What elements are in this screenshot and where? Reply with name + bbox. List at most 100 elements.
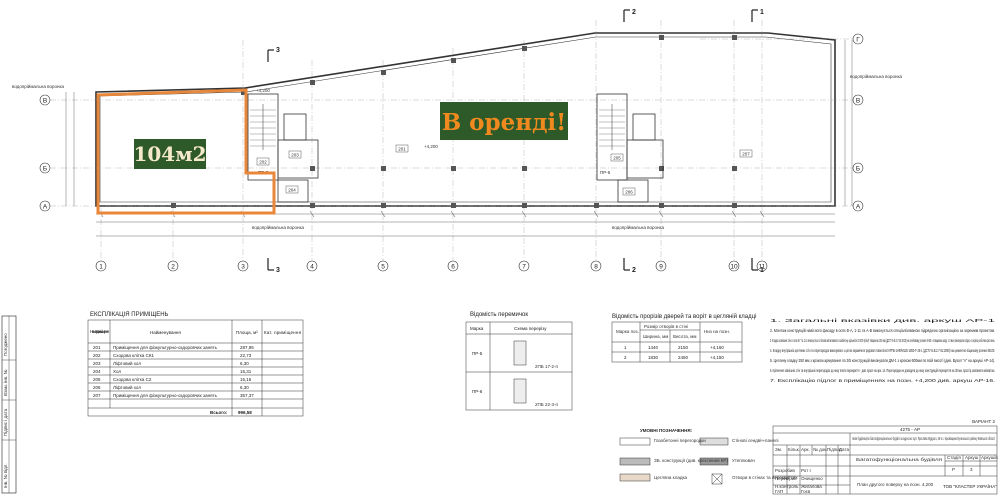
explication-header-number: Номер приміщення [90, 329, 110, 334]
strip-label-sign: Підпис і дата [3, 408, 8, 436]
section-mark-1-bottom: 1 [760, 267, 764, 274]
title-block-sheet-header: Аркуш [965, 455, 979, 460]
doors-row-2-width: 1830 [648, 355, 659, 360]
room-number-tags [256, 144, 753, 196]
explication-row-5-number: 205 [93, 377, 101, 382]
legend-item-insulation: Утеплювач [732, 458, 756, 463]
area-label-box [134, 139, 206, 169]
title-block-sheet-value: 3 [970, 467, 973, 472]
title-block-name-2: Онищенко [801, 476, 823, 481]
room-203-label: 203 [291, 153, 299, 158]
lintels-header-mark: Марка [470, 326, 484, 331]
explication-row-6-name: Ліфтовий хол [113, 384, 141, 390]
door-mark-pr6: ПР-6 [600, 170, 611, 175]
explication-header-name: Найменування [150, 329, 181, 335]
note-5: 5. Цеглину кладку 250 мм з кроком армува… [770, 358, 995, 363]
explication-row-5-name: Сходова клітка С2 [113, 377, 152, 382]
title-block-col-date: Дата [839, 447, 849, 452]
title-block-project: Нове будівництво багатофункціональної бу… [852, 435, 995, 441]
elevation-mark-b: +4,200 [424, 144, 438, 149]
title-block-variant: ВАРІАНТ 2 [972, 419, 995, 424]
title-block-role-3: Н.контроль [775, 484, 799, 489]
axis-col-9: 9 [659, 264, 663, 271]
row-axis-bubbles: В Б А Г В Б А [39, 33, 864, 212]
doors-row-2-bottom: +4,150 [710, 355, 724, 360]
section-mark-2-bottom: 2 [632, 267, 636, 274]
room-205-label: 205 [613, 156, 621, 161]
axis-row-left-a: А [43, 204, 48, 211]
note-7: 7. Експлікацію підлог в приміщеннях на п… [770, 378, 995, 383]
explication-row-3-number: 203 [93, 361, 101, 366]
axis-col-8: 8 [594, 264, 598, 271]
doors-title: Відомість прорізів дверей та воріт в цег… [612, 313, 756, 320]
room-201-label: 201 [398, 147, 406, 152]
lintels-row-2-note: 2ПБ 22-3-п [535, 402, 558, 407]
lintels-row-2-mark: ПР-6 [472, 389, 483, 394]
title-block-col-sheet: Арк. [801, 447, 810, 452]
section-mark-2-top: 2 [632, 9, 636, 16]
legend-item-sandwich: Стінові сендвіч-панелі [732, 438, 778, 443]
axis-col-10: 10 [730, 264, 738, 271]
axis-col-5: 5 [381, 264, 385, 271]
explication-row-1-number: 201 [93, 345, 101, 350]
legend-item-brick: Цегляна кладка [654, 475, 688, 480]
explication-row-7-area: 357,37 [240, 393, 254, 398]
elevation-mark-a: +4,200 [256, 88, 270, 93]
room-204-label: 204 [288, 188, 296, 193]
note-4: 4. Кладку внутрішніх цегляних стін та пе… [770, 348, 995, 353]
explication-row-4-name: Хол [113, 369, 121, 374]
section-mark-3-bottom: 3 [276, 267, 280, 274]
title-block-name-4: Гоєв [801, 489, 811, 494]
downpipe-label-bottom-left: водопріймальна воронка [252, 224, 305, 230]
note-3: 3. Кладка зовнішніх стін в осях Б-Г та 1… [770, 338, 995, 343]
rent-label: В оренді! [442, 109, 567, 136]
explication-total-value: 996,58 [238, 410, 252, 415]
title-block-role-1: Розробив [775, 468, 795, 473]
title-block-role-4: ГАП [775, 489, 783, 494]
explication-row-7-number: 207 [93, 393, 101, 398]
title-block-company: ТОВ "КЛАСТЕР УКРАЇНА" [943, 483, 997, 489]
title-block-sheet-name: План другого поверху на позн. 4,200 [857, 482, 934, 487]
title-block: ВАРІАНТ 2 4275 - АР Нове будівництво баг… [772, 419, 998, 495]
explication-row-7-name: Приміщення для фізкультурно-оздоровчих з… [113, 393, 218, 398]
title-block-col-change: Зм. [775, 447, 782, 452]
explication-row-2-name: Сходова клітка СК1 [113, 353, 154, 358]
explication-row-2-number: 202 [93, 353, 101, 358]
title-block-name-3: Жигалова [801, 484, 822, 489]
note-1: 1. Загальні вказівки див. аркуш АР-1 [770, 318, 997, 323]
strip-label-inv: Інв. № підл. [3, 463, 8, 488]
explication-header-category: Кат. приміщення [264, 330, 302, 335]
explication-row-6-area: 6,30 [240, 385, 249, 390]
explication-header-area: Площа, м² [236, 330, 258, 335]
title-block-col-qty: Кільк. [788, 447, 800, 452]
downpipe-label-left: водопріймальна воронка [12, 83, 65, 89]
legend-item-openings: Отвори в стінах та перекриттях [732, 475, 798, 480]
explication-row-1-name: Приміщення для фізкультурно-оздоровчих з… [113, 345, 218, 350]
doors-header-height: Висота, мм [673, 334, 696, 339]
explication-row-6-number: 206 [93, 385, 101, 390]
axis-row-right-g: Г [856, 37, 860, 44]
doors-row-1-width: 1440 [648, 345, 659, 350]
left-stamp-strip: Інв. № підл. Підпис і дата Взам. інв. № … [1, 315, 17, 494]
building-outline [50, 20, 860, 262]
explication-row-2-area: 22,73 [240, 353, 252, 358]
title-block-name-1: Рот І [801, 468, 811, 473]
title-block-building: Багатофункціональна будівля [856, 457, 943, 462]
axis-col-3: 3 [241, 264, 245, 271]
title-block-sheets-header: Аркушів [981, 455, 998, 460]
title-block-col-sign: Підпис [827, 447, 842, 452]
doors-header-mark: Марка поз. [616, 329, 639, 334]
note-6: 6. Кріплення зовнішніх стін та внутрішні… [770, 368, 995, 373]
explication-row-4-area: 15,31 [240, 369, 252, 374]
axis-col-4: 4 [310, 264, 314, 271]
legend-item-concrete: ЗБ. конструкції (див. креслення КР) [654, 458, 728, 463]
doors-row-1-mark: 1 [624, 345, 627, 350]
legend-title: УМОВНІ ПОЗНАЧЕННЯ: [640, 428, 693, 433]
axis-col-6: 6 [451, 264, 455, 271]
explication-row-1-area: 287,95 [240, 345, 254, 350]
doors-header-size: Розмір отворів в стіні [644, 324, 688, 329]
doors-row-2-height: 2450 [678, 355, 689, 360]
doors-row-1-height: 2150 [678, 345, 689, 350]
doors-header-bottom: Низ на позн. [704, 329, 730, 334]
section-mark-3-top: 3 [276, 47, 280, 54]
